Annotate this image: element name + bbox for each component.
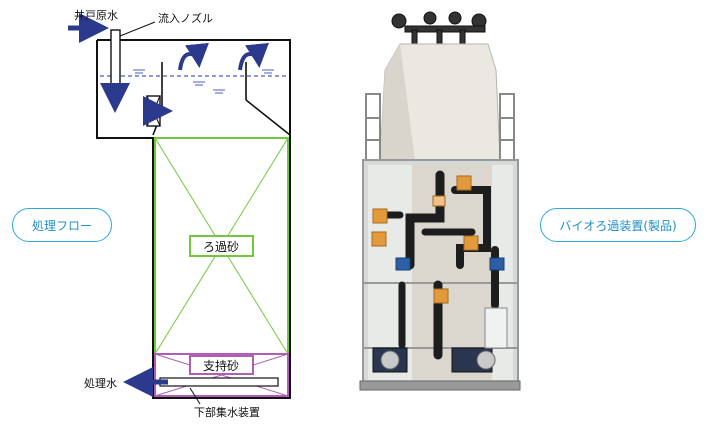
support-sand-label-box bbox=[189, 355, 254, 375]
base-frame bbox=[359, 380, 521, 391]
inflow-nozzle-label: 流入ノズル bbox=[158, 11, 213, 25]
collector-label: 下部集水装置 bbox=[194, 405, 260, 419]
filter-sand-label: ろ過砂 bbox=[203, 240, 239, 254]
collector-leader bbox=[189, 387, 201, 405]
tank-outline bbox=[96, 39, 291, 399]
treated-water-label: 処理水 bbox=[84, 377, 117, 390]
process-flow-label-text: 処理フロー bbox=[31, 218, 92, 233]
raw-water-label: 井戸原水 bbox=[74, 8, 118, 22]
support-sand-region bbox=[154, 353, 289, 397]
inflow-nozzle-pipe bbox=[110, 29, 121, 87]
product-label: バイオろ過装置(製品) bbox=[540, 208, 696, 242]
actuators bbox=[371, 175, 479, 304]
filter-sand-label-box bbox=[189, 235, 254, 257]
product-photo bbox=[359, 11, 521, 391]
product-label-text: バイオろ過装置(製品) bbox=[559, 218, 677, 233]
fittings bbox=[395, 257, 505, 271]
nozzle-leader bbox=[119, 21, 156, 37]
top-valves bbox=[391, 11, 487, 45]
water-level-marks bbox=[133, 69, 274, 94]
process-flow-label: 処理フロー bbox=[12, 208, 112, 242]
overflow-arrow-1 bbox=[178, 42, 209, 71]
collector-pipe bbox=[159, 377, 279, 387]
overflow-arrow-2 bbox=[238, 42, 269, 71]
support-sand-label: 支持砂 bbox=[203, 358, 239, 373]
pumps bbox=[372, 307, 508, 373]
